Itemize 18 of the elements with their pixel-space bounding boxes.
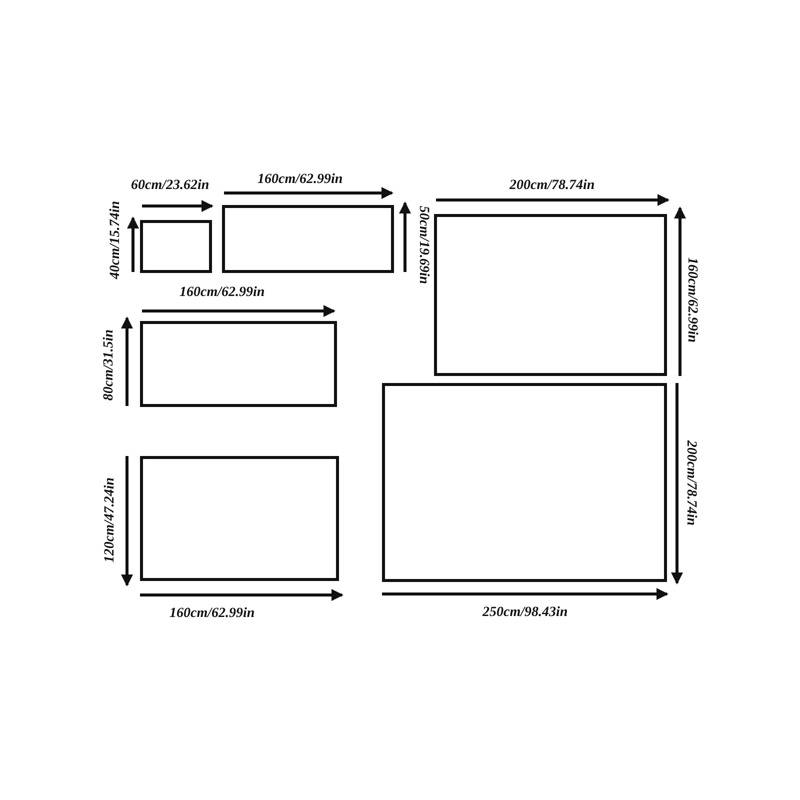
dimension-label: 160cm/62.99in bbox=[683, 257, 700, 343]
frame-outline bbox=[140, 456, 339, 581]
dimension-label: 160cm/62.99in bbox=[180, 285, 265, 301]
frame-outline bbox=[434, 214, 667, 376]
dimension-label: 50cm/19.69in bbox=[415, 206, 432, 284]
dimension-label: 120cm/47.24in bbox=[102, 477, 118, 563]
dimension-label: 200cm/78.74in bbox=[682, 440, 698, 526]
dimension-label: 200cm/78.74in bbox=[510, 178, 595, 194]
dimension-label: 250cm/98.43in bbox=[482, 605, 568, 621]
dimension-label: 160cm/62.99in bbox=[258, 172, 343, 188]
frame-outline bbox=[222, 205, 394, 273]
dimension-label: 160cm/62.99in bbox=[170, 606, 255, 622]
frame-outline bbox=[140, 321, 337, 407]
dimension-label: 60cm/23.62in bbox=[131, 178, 210, 194]
dimension-label: 80cm/31.5in bbox=[101, 329, 118, 401]
frame-outline bbox=[140, 220, 212, 273]
dimension-label: 40cm/15.74in bbox=[108, 200, 124, 280]
frame-outline bbox=[382, 383, 667, 582]
